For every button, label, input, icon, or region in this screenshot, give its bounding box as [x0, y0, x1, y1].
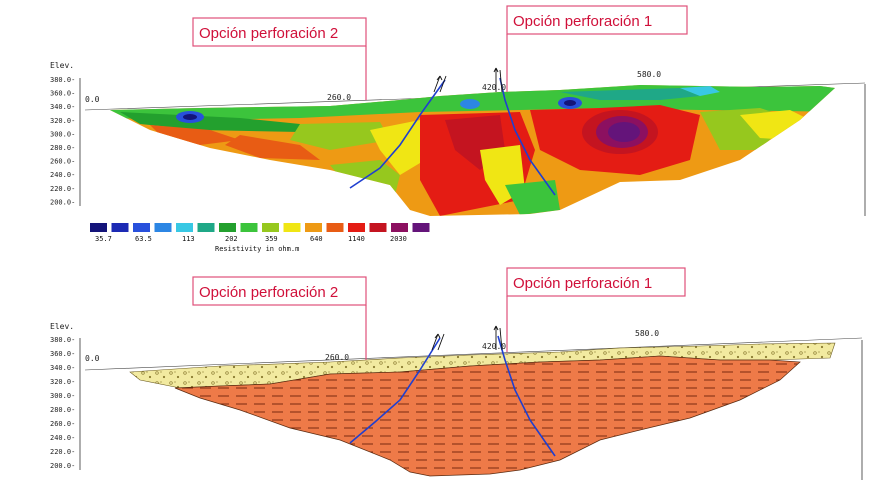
elevation-tick-label: 380.0- [50, 336, 75, 344]
legend-swatch [369, 223, 387, 232]
legend-swatch [154, 223, 172, 232]
legend-swatch [305, 223, 322, 232]
distance-label: 420.0 [482, 342, 506, 351]
fault-lines-top [349, 77, 556, 196]
legend-swatch [391, 223, 408, 232]
elevation-tick-label: 280.0- [50, 144, 75, 152]
elevation-tick-label: 360.0- [50, 90, 75, 98]
legend-swatch [240, 223, 258, 232]
legend-value: 1140 [348, 235, 365, 243]
elevation-axis-top: 380.0- 360.0- 340.0- 320.0- 300.0- 280.0- 260.… [50, 76, 75, 206]
legend-swatch [412, 223, 430, 232]
elevation-tick-label: 300.0- [50, 392, 75, 400]
legend-swatch [176, 223, 193, 232]
elevation-tick-label: 320.0- [50, 117, 75, 125]
elevation-tick-label: 240.0- [50, 171, 75, 179]
resistivity-section-top: Elev. 380.0- 360.0- 340.0- 320.0- 300.0- 280.… [50, 61, 866, 253]
legend-swatch [197, 223, 215, 232]
legend-swatch [283, 223, 301, 232]
resistivity-legend [90, 223, 430, 232]
elev-label-bottom: Elev. [50, 322, 74, 331]
distance-label: 580.0 [635, 329, 659, 338]
fault-arrows-bottom [431, 325, 503, 351]
legend-swatch [90, 223, 107, 232]
distance-label: 420.0 [482, 83, 506, 92]
fault-lines-bottom [349, 335, 556, 457]
legend-value: 202 [225, 235, 238, 243]
callout-label: Opción perforación 2 [199, 25, 338, 42]
geologic-section-bottom: Elev. 380.0- 360.0- 340.0- 320.0- 300.0- 280.… [50, 322, 863, 480]
legend-swatch [326, 223, 344, 232]
elevation-tick-label: 200.0- [50, 198, 75, 206]
distance-label: 260.0 [327, 93, 351, 102]
distance-label: 0.0 [85, 354, 100, 363]
elev-label-top: Elev. [50, 61, 74, 70]
legend-title: Resistivity in ohm.m [215, 245, 299, 253]
legend-swatch [262, 223, 279, 232]
legend-value: 359 [265, 235, 278, 243]
elevation-tick-label: 340.0- [50, 364, 75, 372]
rock-layer [174, 355, 801, 477]
elevation-tick-label: 220.0- [50, 185, 75, 193]
callout-bottom-option1: Opción perforación 1 [506, 267, 686, 352]
fault-arrows-top [433, 67, 503, 93]
callout-bottom-option2: Opción perforación 2 [192, 276, 367, 360]
legend-swatch [111, 223, 129, 232]
legend-value: 113 [182, 235, 195, 243]
legend-value: 640 [310, 235, 323, 243]
elevation-tick-label: 340.0- [50, 103, 75, 111]
elevation-tick-label: 300.0- [50, 130, 75, 138]
elevation-tick-label: 200.0- [50, 462, 75, 470]
elevation-tick-label: 240.0- [50, 434, 75, 442]
callout-top-option1: Opción perforación 1 [506, 5, 688, 92]
elevation-tick-label: 220.0- [50, 448, 75, 456]
distance-label: 0.0 [85, 95, 100, 104]
elevation-tick-label: 380.0- [50, 76, 75, 84]
legend-value: 63.5 [135, 235, 152, 243]
elevation-axis-bottom: 380.0- 360.0- 340.0- 320.0- 300.0- 280.0- 260.… [50, 336, 75, 470]
elevation-tick-label: 260.0- [50, 158, 75, 166]
distance-label: 580.0 [637, 70, 661, 79]
legend-value: 35.7 [95, 235, 112, 243]
callout-label: Opción perforación 1 [513, 275, 652, 292]
legend-value: 2030 [390, 235, 407, 243]
elevation-tick-label: 320.0- [50, 378, 75, 386]
legend-swatch [133, 223, 150, 232]
callout-label: Opción perforación 1 [513, 13, 652, 30]
legend-swatch [219, 223, 236, 232]
elevation-tick-label: 260.0- [50, 420, 75, 428]
elevation-tick-label: 280.0- [50, 406, 75, 414]
resistivity-model [110, 85, 835, 216]
callout-label: Opción perforación 2 [199, 284, 338, 301]
callout-top-option2: Opción perforación 2 [192, 17, 367, 100]
elevation-tick-label: 360.0- [50, 350, 75, 358]
legend-swatch [348, 223, 365, 232]
distance-label: 260.0 [325, 353, 349, 362]
